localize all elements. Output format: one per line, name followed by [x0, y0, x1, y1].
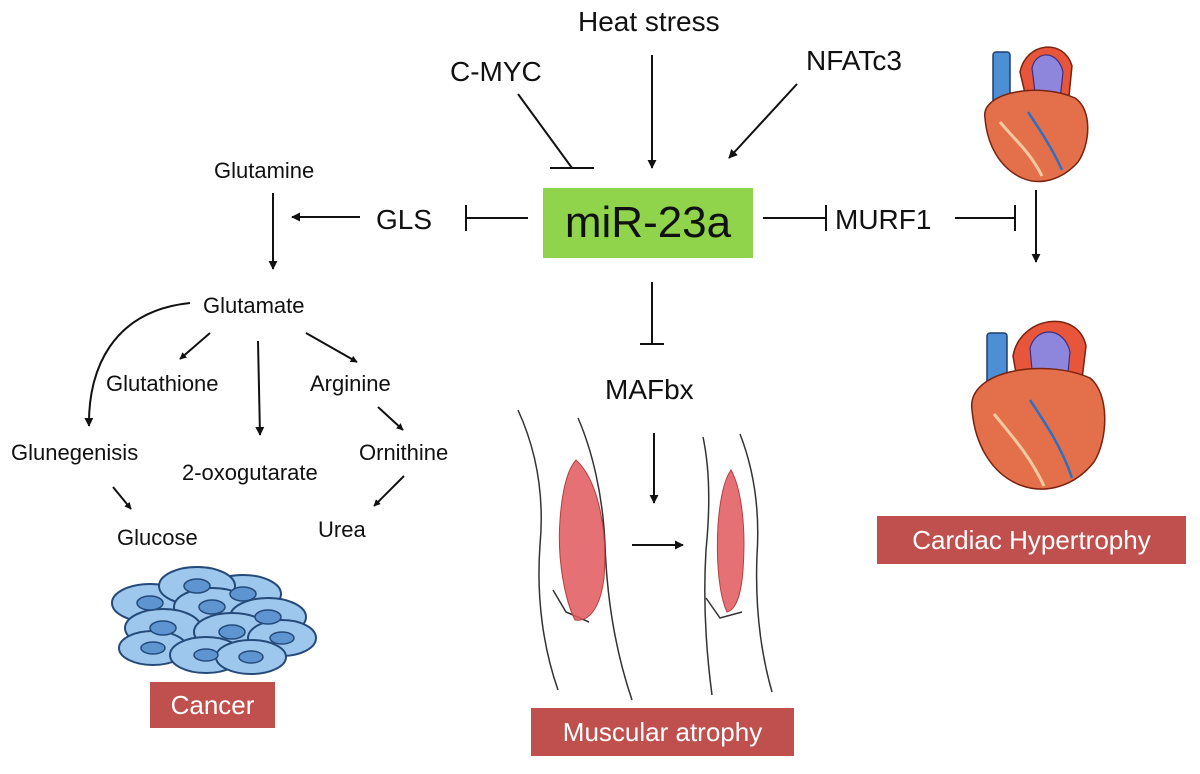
gls-label: GLS	[376, 204, 433, 235]
glunegenisis-label: Glunegenisis	[11, 440, 139, 465]
nfatc3-arrow	[728, 83, 798, 159]
arginine-label: Arginine	[310, 371, 391, 396]
heat-stress-label: Heat stress	[578, 6, 720, 37]
ornithine-to-urea-arrow	[373, 475, 405, 507]
muscular-atrophy-caption-text: Muscular atrophy	[562, 716, 763, 747]
glutathione-label: Glutathione	[106, 371, 219, 396]
cardiac-hypertrophy-caption-text: Cardiac Hypertrophy	[912, 524, 1151, 555]
hypertrophic-heart-illustration	[971, 320, 1106, 490]
mir-23a-node: miR-23a	[543, 188, 753, 258]
glutamate-label: Glutamate	[203, 293, 305, 318]
normal-heart-illustration	[984, 46, 1089, 183]
cancer-caption: Cancer	[150, 682, 275, 728]
oxoglutarate-label: 2-oxogutarate	[182, 460, 318, 485]
mafbx-label: MAFbx	[605, 374, 694, 405]
cmyc-label: C-MYC	[450, 56, 542, 87]
glucose-label: Glucose	[117, 525, 198, 550]
cmyc-inhibition	[517, 93, 573, 169]
murf1-label: MURF1	[835, 204, 932, 235]
cancer-caption-text: Cancer	[170, 689, 255, 720]
muscular-atrophy-caption: Muscular atrophy	[531, 708, 794, 756]
cardiac-hypertrophy-caption: Cardiac Hypertrophy	[877, 516, 1186, 564]
glutamate-to-glutathione-arrow	[179, 332, 211, 360]
ornithine-label: Ornithine	[359, 440, 449, 465]
arginine-to-ornithine-arrow	[377, 406, 404, 431]
cancer-cell-nuclei	[136, 578, 295, 664]
mir-23a-label: miR-23a	[564, 198, 732, 247]
urea-label: Urea	[318, 517, 366, 542]
glutamate-to-arginine-arrow	[305, 332, 358, 363]
glutamate-to-oxoglutarate-arrow	[255, 340, 265, 436]
normal-muscle	[558, 459, 606, 621]
glutamate-to-glunegenisis-arrow	[84, 302, 191, 427]
glunegenisis-to-glucose-arrow	[112, 486, 132, 510]
nfatc3-label: NFATc3	[806, 45, 902, 76]
glutamine-label: Glutamine	[214, 158, 315, 183]
atrophied-muscle	[716, 469, 745, 613]
